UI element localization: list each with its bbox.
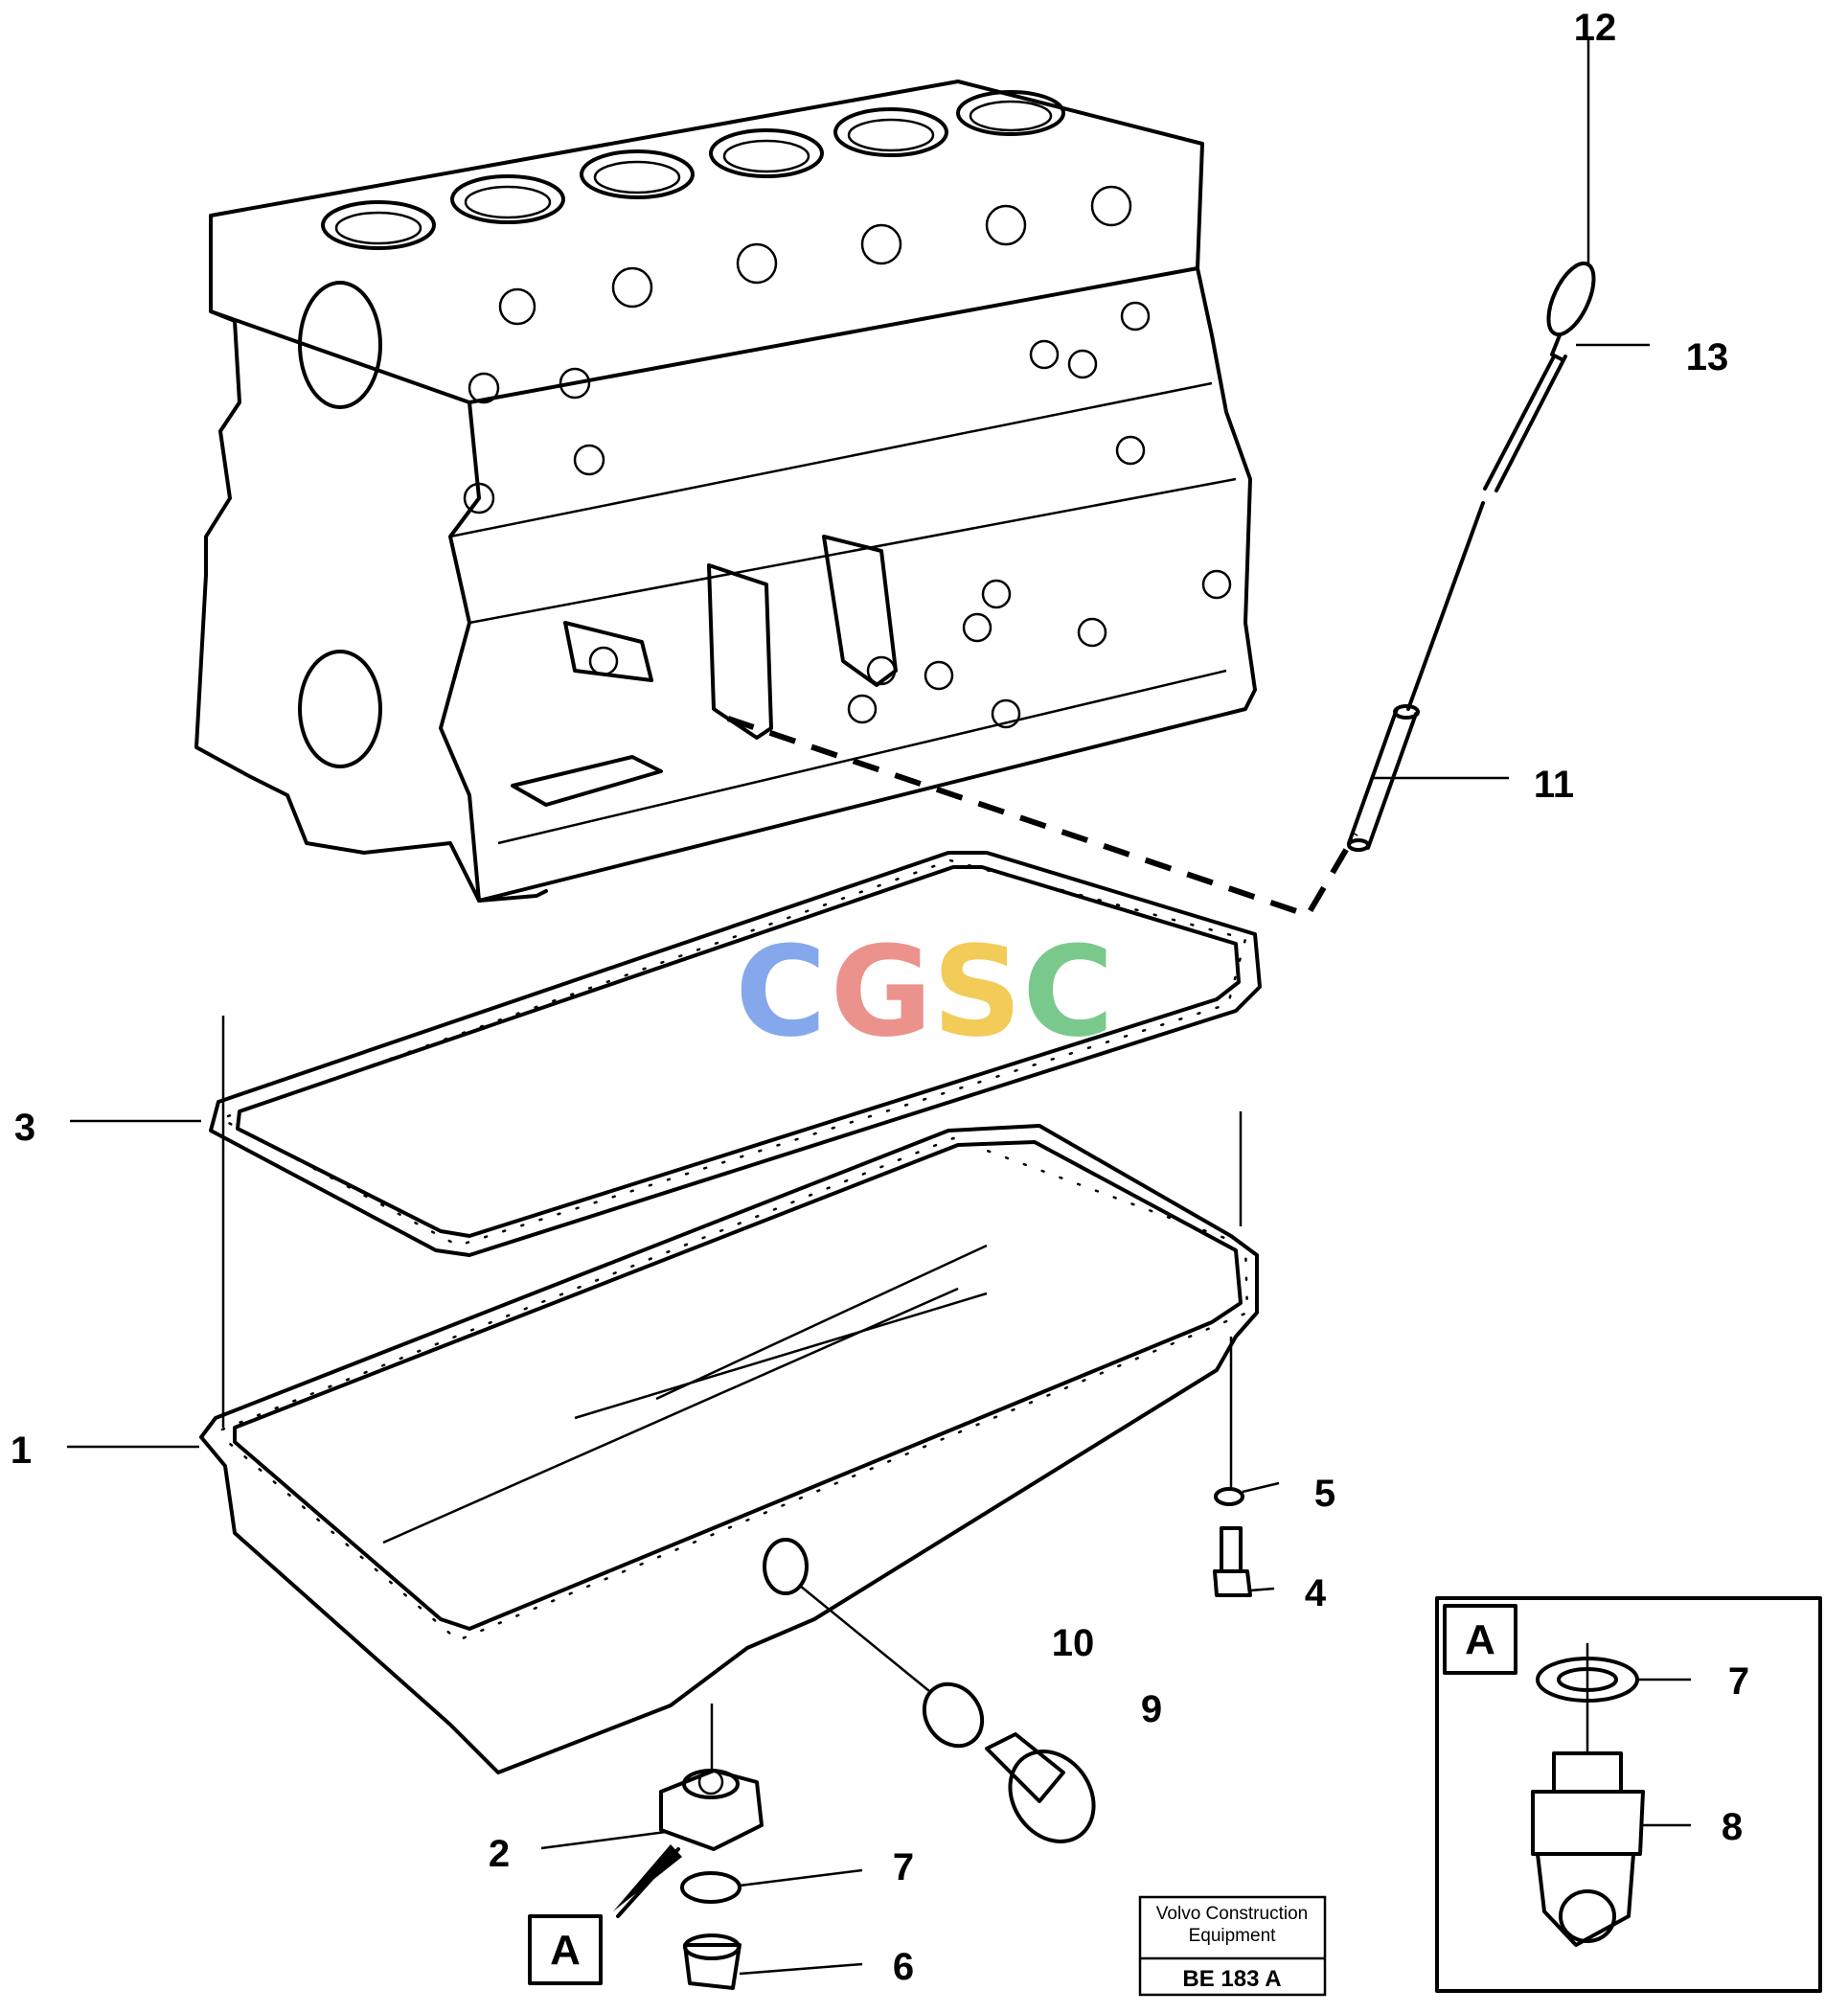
plug-6 xyxy=(683,1933,741,1990)
caption-line-2: Equipment xyxy=(1189,1926,1277,1946)
callout-12: 12 xyxy=(1574,7,1617,49)
callout-6: 6 xyxy=(893,1946,914,1988)
engine-block xyxy=(194,80,1257,903)
watermark-letter-1: C xyxy=(735,919,826,1064)
side-bosses xyxy=(463,185,1232,729)
callout-11: 11 xyxy=(1534,764,1574,806)
callout-2: 2 xyxy=(489,1833,510,1875)
inset-marker-a: A xyxy=(1465,1616,1495,1663)
cylinder-bores xyxy=(321,90,1065,250)
oil-pan xyxy=(199,1124,1259,1774)
washer-5 xyxy=(1214,1487,1244,1506)
callout-8: 8 xyxy=(1722,1806,1743,1848)
o-ring-10 xyxy=(922,1681,985,1749)
detail-marker-a: A xyxy=(550,1927,581,1974)
caption-line-1: Volvo Construction xyxy=(1156,1904,1308,1924)
bolt-4 xyxy=(1213,1526,1252,1597)
caption-box: Volvo Construction Equipment BE 183 A xyxy=(1138,1895,1327,1997)
watermark-letter-4: C xyxy=(1022,919,1113,1064)
cgsc-watermark: C G S C xyxy=(735,919,1113,1064)
detail-marker-box xyxy=(528,1914,603,1985)
fitting-2 xyxy=(659,1769,764,1851)
leader-lines xyxy=(67,38,1691,1976)
callout-4: 4 xyxy=(1305,1572,1327,1614)
detail-inset: A xyxy=(1435,1596,1822,1993)
callout-7-main: 7 xyxy=(893,1846,914,1888)
callout-7-inset: 7 xyxy=(1728,1660,1749,1703)
oil-pan-gasket xyxy=(209,851,1262,1257)
washer-7 xyxy=(680,1871,741,1904)
dipstick xyxy=(1347,261,1596,852)
watermark-letter-3: S xyxy=(932,919,1022,1064)
callout-9: 9 xyxy=(1141,1688,1162,1730)
callout-5: 5 xyxy=(1314,1473,1335,1515)
callout-3: 3 xyxy=(14,1107,35,1149)
callout-1: 1 xyxy=(11,1430,32,1472)
drain-plug-9 xyxy=(985,1732,1096,1843)
watermark-letter-2: G xyxy=(831,919,933,1064)
caption-code: BE 183 A xyxy=(1182,1966,1281,1992)
callout-13: 13 xyxy=(1686,336,1729,378)
callout-10: 10 xyxy=(1052,1622,1095,1664)
dashed-assembly-line xyxy=(727,716,1358,919)
